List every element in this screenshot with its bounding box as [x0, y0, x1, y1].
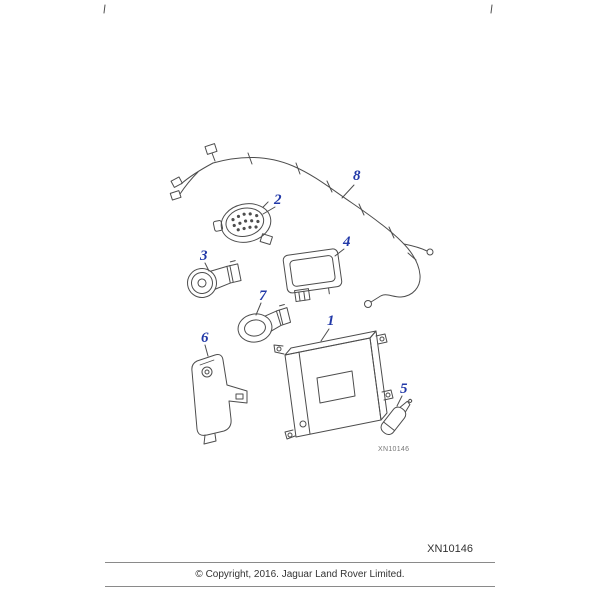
diagram-figure-code: XN10146 [427, 543, 473, 555]
callout-1[interactable]: 1 [327, 313, 335, 329]
part-4-sensor-plate-drawing [282, 248, 343, 303]
part-1-control-module-drawing [273, 330, 394, 440]
diagram-inline-code: XN10146 [378, 446, 410, 453]
part-2-sounder-drawing [212, 201, 273, 245]
callout-4[interactable]: 4 [343, 234, 351, 250]
part-7-parking-sensor-front-drawing [237, 304, 292, 343]
callout-3[interactable]: 3 [200, 248, 208, 264]
copyright-text: © Copyright, 2016. Jaguar Land Rover Lim… [195, 569, 405, 580]
part-8-wiring-harness-drawing [169, 143, 434, 308]
callout-6[interactable]: 6 [201, 330, 209, 346]
part-6-bracket-drawing [191, 354, 248, 445]
callout-2[interactable]: 2 [274, 192, 282, 208]
footer-divider-bottom [105, 586, 495, 587]
callout-5[interactable]: 5 [400, 381, 408, 397]
footer-divider-top [105, 562, 495, 563]
part-5-sealant-tube-drawing [380, 398, 413, 435]
registration-marks [103, 4, 493, 14]
callout-7[interactable]: 7 [259, 288, 267, 304]
callout-8[interactable]: 8 [353, 168, 361, 184]
callout-leader-lines [204, 184, 403, 407]
part-3-parking-sensor-drawing [187, 260, 242, 298]
